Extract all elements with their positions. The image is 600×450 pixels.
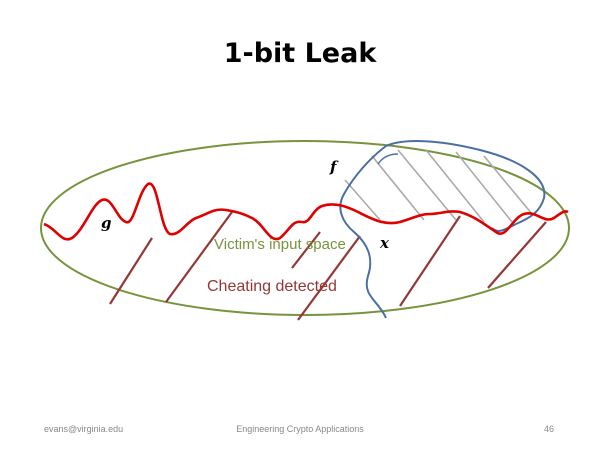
hatched-region bbox=[344, 149, 533, 223]
x-label: x bbox=[379, 234, 390, 252]
f-inner-curve bbox=[377, 153, 399, 165]
page-number: 46 bbox=[543, 424, 554, 434]
footer-email: evans@virginia.edu bbox=[44, 424, 124, 434]
cheating-detected-label: Cheating detected bbox=[207, 278, 337, 295]
g-curve bbox=[43, 182, 569, 241]
g-label: g bbox=[101, 214, 112, 232]
victim-input-space-label: Victim's input space bbox=[214, 236, 346, 253]
input-space-ellipse bbox=[40, 140, 570, 316]
slide-title: 1-bit Leak bbox=[223, 38, 377, 69]
cheating-lines bbox=[109, 211, 547, 321]
f-boundary-curve bbox=[339, 140, 546, 319]
f-label: f bbox=[329, 158, 339, 176]
footer-course: Engineering Crypto Applications bbox=[236, 424, 364, 434]
